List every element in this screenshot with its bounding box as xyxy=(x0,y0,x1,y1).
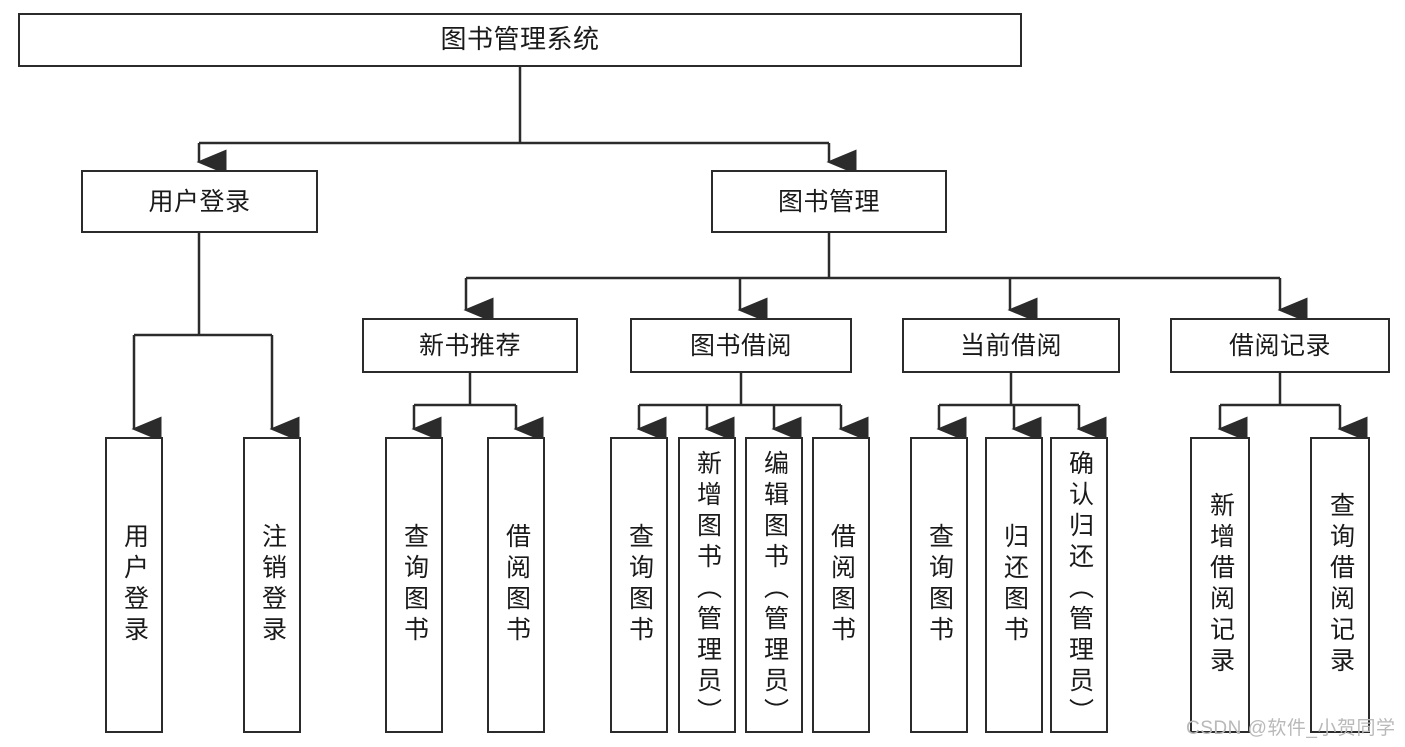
leaf-edit-book-admin[interactable]: 编辑图书（管理员） xyxy=(745,437,803,733)
node-book-management-label: 图书管理 xyxy=(777,187,880,216)
leaf-query-books-current[interactable]: 查询图书 xyxy=(910,437,968,733)
leaf-return-books-label: 归还图书 xyxy=(1000,523,1029,647)
leaf-borrow-books-borrow[interactable]: 借阅图书 xyxy=(812,437,870,733)
node-user-login-label: 用户登录 xyxy=(148,187,251,216)
node-root[interactable]: 图书管理系统 xyxy=(18,13,1022,67)
node-borrow-records-label: 借阅记录 xyxy=(1228,331,1331,360)
leaf-logout-label: 注销登录 xyxy=(258,523,287,647)
node-book-borrow[interactable]: 图书借阅 xyxy=(630,318,852,373)
node-root-label: 图书管理系统 xyxy=(440,24,600,55)
leaf-add-book-admin-label: 新增图书（管理员） xyxy=(693,449,722,729)
leaf-query-borrow-record-label: 查询借阅记录 xyxy=(1326,492,1355,678)
node-user-login[interactable]: 用户登录 xyxy=(81,170,318,233)
leaf-query-books-borrow-label: 查询图书 xyxy=(625,523,654,647)
leaf-borrow-books-borrow-label: 借阅图书 xyxy=(827,523,856,647)
csdn-watermark: CSDN @软件_小贺同学 xyxy=(1186,718,1396,739)
leaf-confirm-return-admin-label: 确认归还（管理员） xyxy=(1065,449,1094,729)
node-book-management[interactable]: 图书管理 xyxy=(711,170,947,233)
node-book-borrow-label: 图书借阅 xyxy=(689,331,792,360)
leaf-add-borrow-record[interactable]: 新增借阅记录 xyxy=(1190,437,1250,733)
leaf-query-books-current-label: 查询图书 xyxy=(925,523,954,647)
leaf-borrow-books-recommend-label: 借阅图书 xyxy=(502,523,531,647)
node-current-borrow-label: 当前借阅 xyxy=(959,331,1062,360)
node-borrow-records[interactable]: 借阅记录 xyxy=(1170,318,1390,373)
leaf-return-books[interactable]: 归还图书 xyxy=(985,437,1043,733)
leaf-user-login-label: 用户登录 xyxy=(120,523,149,647)
leaf-borrow-books-recommend[interactable]: 借阅图书 xyxy=(487,437,545,733)
leaf-query-books-recommend-label: 查询图书 xyxy=(400,523,429,647)
node-new-book-recommend[interactable]: 新书推荐 xyxy=(362,318,578,373)
leaf-query-books-recommend[interactable]: 查询图书 xyxy=(385,437,443,733)
leaf-add-book-admin[interactable]: 新增图书（管理员） xyxy=(678,437,736,733)
leaf-confirm-return-admin[interactable]: 确认归还（管理员） xyxy=(1050,437,1108,733)
leaf-user-login[interactable]: 用户登录 xyxy=(105,437,163,733)
leaf-add-borrow-record-label: 新增借阅记录 xyxy=(1206,492,1235,678)
leaf-query-borrow-record[interactable]: 查询借阅记录 xyxy=(1310,437,1370,733)
node-current-borrow[interactable]: 当前借阅 xyxy=(902,318,1120,373)
leaf-logout[interactable]: 注销登录 xyxy=(243,437,301,733)
leaf-edit-book-admin-label: 编辑图书（管理员） xyxy=(760,449,789,729)
node-new-book-recommend-label: 新书推荐 xyxy=(418,331,521,360)
leaf-query-books-borrow[interactable]: 查询图书 xyxy=(610,437,668,733)
